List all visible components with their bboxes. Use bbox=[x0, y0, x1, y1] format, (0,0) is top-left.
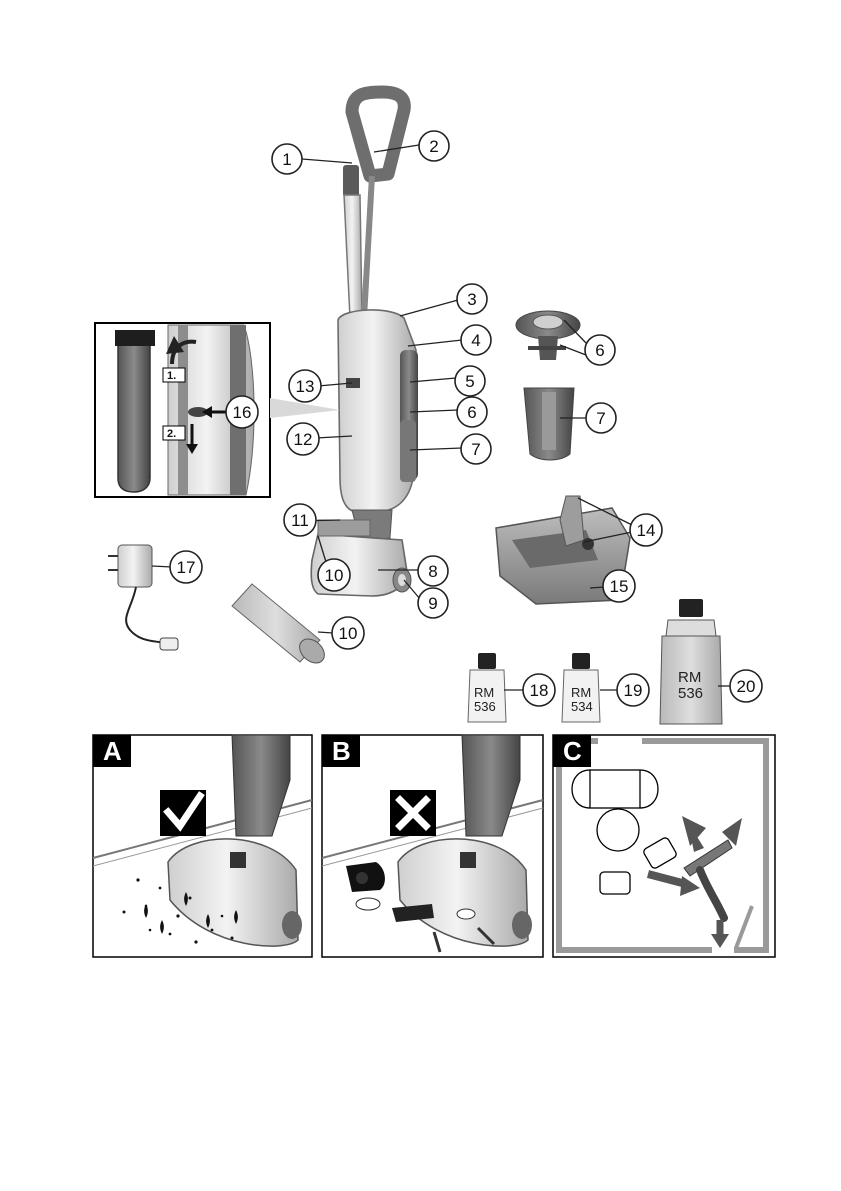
bottle-19: RM 534 bbox=[562, 653, 600, 722]
bottle-20-line1: RM bbox=[678, 669, 701, 686]
panel-c: C bbox=[553, 735, 775, 957]
callout-11: 11 bbox=[284, 504, 316, 536]
svg-text:5: 5 bbox=[465, 372, 474, 391]
callout-6-b: 6 bbox=[585, 335, 615, 365]
callout-1: 1 bbox=[272, 144, 302, 174]
svg-text:11: 11 bbox=[291, 511, 309, 530]
callout-20: 20 bbox=[730, 670, 762, 702]
svg-text:12: 12 bbox=[294, 430, 313, 449]
callout-17: 17 bbox=[170, 551, 202, 583]
handle-grip bbox=[343, 165, 359, 197]
tank-lid-part bbox=[516, 311, 580, 360]
svg-text:6: 6 bbox=[467, 403, 476, 422]
panel-c-label: C bbox=[563, 736, 582, 766]
panel-a-label: A bbox=[103, 736, 122, 766]
callout-5: 5 bbox=[455, 366, 485, 396]
battery-pack bbox=[118, 340, 150, 492]
callout-4: 4 bbox=[461, 325, 491, 355]
svg-text:20: 20 bbox=[737, 677, 756, 696]
svg-text:14: 14 bbox=[637, 521, 656, 540]
bottle-18-line2: 536 bbox=[474, 699, 496, 714]
svg-text:9: 9 bbox=[428, 594, 437, 613]
dirt-water-tank-part bbox=[524, 388, 574, 460]
bottle-20: RM 536 bbox=[660, 599, 722, 724]
bottle-19-line1: RM bbox=[571, 685, 591, 700]
shaft bbox=[344, 195, 362, 318]
svg-text:16: 16 bbox=[233, 403, 252, 422]
callout-10-b: 10 bbox=[332, 617, 364, 649]
callout-9: 9 bbox=[418, 588, 448, 618]
callout-2: 2 bbox=[419, 131, 449, 161]
bottle-20-line2: 536 bbox=[678, 685, 703, 702]
svg-text:15: 15 bbox=[610, 577, 629, 596]
svg-text:7: 7 bbox=[596, 409, 605, 428]
panel-a: A bbox=[93, 735, 312, 957]
svg-text:4: 4 bbox=[471, 331, 480, 350]
callout-16: 16 bbox=[226, 396, 258, 428]
callout-18: 18 bbox=[523, 674, 555, 706]
callout-14: 14 bbox=[630, 514, 662, 546]
callout-7-b: 7 bbox=[586, 403, 616, 433]
panel-b-label: B bbox=[332, 736, 351, 766]
callout-3: 3 bbox=[457, 284, 487, 314]
svg-text:2: 2 bbox=[429, 137, 438, 156]
svg-text:7: 7 bbox=[471, 440, 480, 459]
svg-text:13: 13 bbox=[296, 377, 315, 396]
battery-inset: 1. 2. bbox=[95, 323, 340, 497]
callout-12: 12 bbox=[287, 423, 319, 455]
spare-roller bbox=[232, 584, 329, 668]
step-label-one: 1. bbox=[167, 370, 176, 382]
dirt-water-tank bbox=[400, 420, 416, 482]
step-label-two: 2. bbox=[167, 428, 176, 440]
svg-text:6: 6 bbox=[595, 341, 604, 360]
panel-b: B bbox=[322, 735, 543, 957]
callout-19: 19 bbox=[617, 674, 649, 706]
cover-lid bbox=[318, 520, 370, 536]
svg-text:3: 3 bbox=[467, 290, 476, 309]
callout-10: 10 bbox=[318, 559, 350, 591]
svg-text:17: 17 bbox=[177, 558, 196, 577]
svg-text:8: 8 bbox=[428, 562, 437, 581]
svg-text:18: 18 bbox=[530, 681, 549, 700]
bottle-18-line1: RM bbox=[474, 685, 494, 700]
bottle-18: RM 536 bbox=[468, 653, 506, 722]
callout-15: 15 bbox=[603, 570, 635, 602]
callout-8: 8 bbox=[418, 556, 448, 586]
svg-text:19: 19 bbox=[624, 681, 643, 700]
svg-text:1: 1 bbox=[282, 150, 291, 169]
callout-6: 6 bbox=[457, 397, 487, 427]
charger bbox=[108, 545, 178, 650]
svg-text:10: 10 bbox=[339, 624, 358, 643]
callout-13: 13 bbox=[289, 370, 321, 402]
handle bbox=[352, 92, 404, 176]
bottle-19-line2: 534 bbox=[571, 699, 593, 714]
callout-7: 7 bbox=[461, 434, 491, 464]
svg-text:10: 10 bbox=[325, 566, 344, 585]
